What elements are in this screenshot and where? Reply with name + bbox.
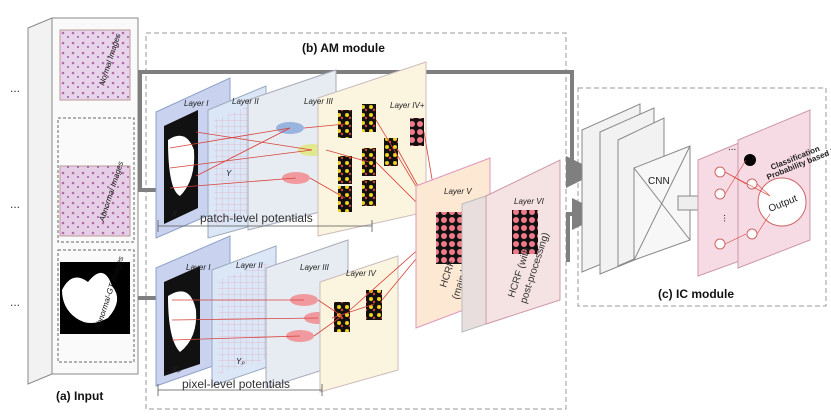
input-ellipsis-bottom: ... (10, 295, 20, 309)
input-ellipsis-top: ... (10, 81, 20, 95)
cnn-block (581, 103, 705, 275)
patch-y-label: Y (226, 169, 232, 178)
pixel-layer-4-label: Layer IV (346, 269, 376, 278)
cnn-label: CNN (648, 176, 670, 187)
pixel-y-label: Yₚ (236, 357, 245, 366)
caption-am-module: (b) AM module (302, 41, 385, 55)
pixel-layer-3-label: Layer III (300, 263, 330, 272)
ic-dots-top: ... (728, 142, 736, 153)
pixel-layer-1-label: Layer I (186, 263, 211, 272)
layer-6-label: Layer VI (514, 197, 545, 206)
pixel-x-label: Xₚ (171, 365, 181, 374)
patch-potentials-bracket (157, 220, 373, 232)
layer-6 (461, 159, 561, 333)
ic-dots-middle: ... (721, 214, 732, 222)
pixel-potentials-label: pixel-level potentials (182, 377, 290, 391)
patch-layer-3-label: Layer III (304, 97, 334, 106)
pixel-layer-2-label: Layer II (236, 261, 263, 270)
patch-layer-4-label: Layer IV+ (390, 101, 425, 110)
patch-layer-4 (317, 61, 427, 237)
caption-ic-module: (c) IC module (658, 287, 734, 301)
ic-module-frame (577, 87, 827, 307)
patch-x-label: X (171, 209, 178, 218)
pixel-layer-4 (319, 255, 399, 393)
patch-potentials-label: patch-level potentials (200, 211, 313, 225)
pixel-potentials-bracket (157, 384, 323, 396)
patch-layer-1-label: Layer I (184, 99, 209, 108)
input-ellipsis-mid: ... (10, 197, 20, 211)
layer-5-label: Layer V (444, 187, 472, 196)
input-stack (27, 17, 139, 385)
output-stack (697, 109, 811, 277)
patch-layer-3 (247, 69, 337, 231)
patch-layer-2-label: Layer II (232, 97, 259, 106)
caption-input: (a) Input (56, 389, 103, 403)
